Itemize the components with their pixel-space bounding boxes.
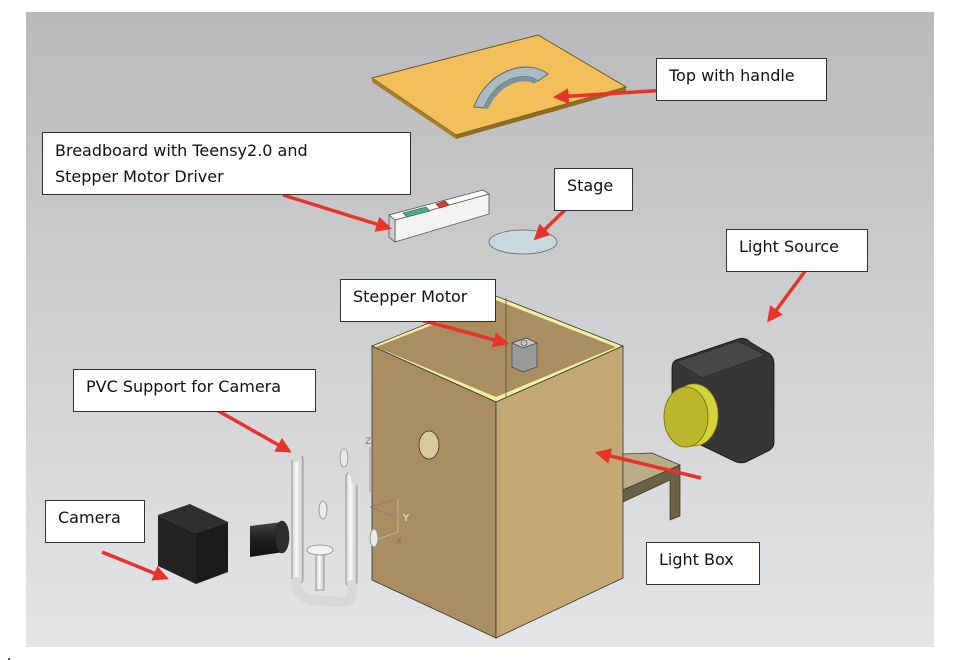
arrow-light-source: [767, 268, 808, 323]
axis-x-label: X: [396, 537, 402, 547]
light-source: [663, 338, 775, 464]
axis-z-label: Z: [365, 437, 371, 447]
label-breadboard-line1: Breadboard with Teensy2.0 and: [55, 141, 308, 160]
label-stepper-motor: Stepper Motor: [340, 279, 496, 322]
label-light-source: Light Source: [726, 229, 868, 272]
arrow-stepper-motor: [420, 318, 510, 348]
pvc-support: [291, 441, 379, 608]
label-camera: Camera: [45, 500, 145, 543]
label-breadboard-line2: Stepper Motor Driver: [55, 167, 224, 186]
light-box: Y X Z: [365, 295, 625, 639]
breadboard: [388, 189, 490, 243]
cad-scene: Y X Z: [26, 12, 934, 647]
axis-y-label: Y: [402, 513, 410, 524]
label-breadboard: Breadboard with Teensy2.0 and Stepper Mo…: [42, 132, 411, 195]
stray-dot: [8, 658, 10, 660]
label-stage: Stage: [554, 168, 633, 211]
top-with-handle: [370, 34, 628, 139]
stage-disc: [488, 229, 558, 255]
arrow-camera: [101, 550, 169, 581]
cad-drawing: Y X Z: [26, 12, 934, 647]
label-pvc-support: PVC Support for Camera: [73, 369, 316, 412]
label-light-box: Light Box: [646, 542, 760, 585]
arrow-stage: [533, 206, 569, 241]
arrow-breadboard: [282, 193, 393, 232]
arrow-light-box: [594, 448, 702, 480]
stepper-motor: [511, 337, 538, 373]
axis-triad: [369, 447, 399, 543]
label-top-with-handle: Top with handle: [656, 58, 827, 101]
